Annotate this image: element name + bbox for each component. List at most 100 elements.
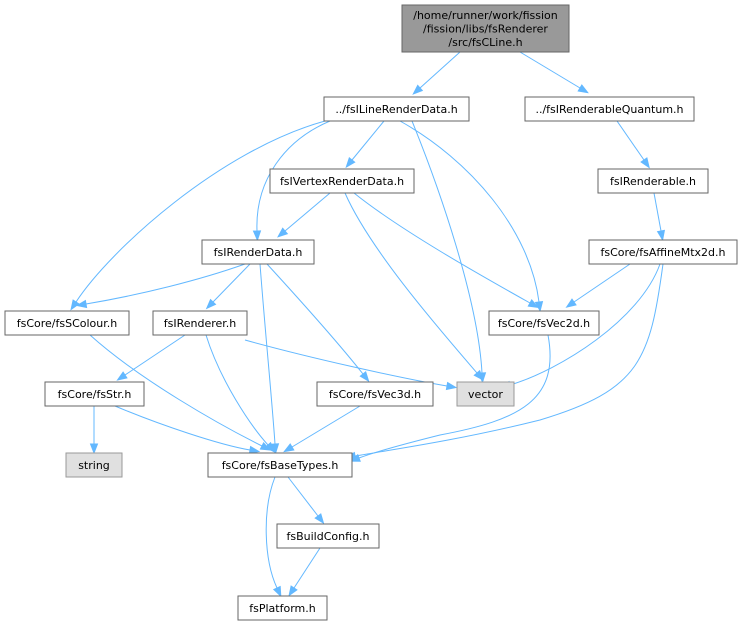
edge-renderData-to-vec3d <box>266 263 370 383</box>
edge-line <box>124 334 186 376</box>
edge-arrowhead <box>473 369 484 381</box>
edge-root-to-renderableQuantum <box>519 51 589 94</box>
edge-line <box>419 51 461 89</box>
node-label: vector <box>468 388 503 401</box>
node-label: fsIRenderable.h <box>610 175 696 188</box>
edge-renderData-to-renderer <box>205 263 251 310</box>
edge-arrowhead <box>359 370 370 383</box>
node-affineMtx[interactable]: fsCore/fsAffineMtx2d.h <box>588 239 738 265</box>
edge-line <box>411 120 483 374</box>
node-box <box>152 310 248 336</box>
edge-vec2d-to-baseTypes <box>349 334 551 462</box>
edge-line <box>256 120 331 232</box>
node-label: /home/runner/work/fission <box>413 9 558 22</box>
node-box <box>201 239 315 265</box>
edge-line <box>212 263 251 303</box>
node-box <box>65 452 123 478</box>
edge-arrowhead <box>412 84 424 95</box>
edge-renderData-to-scolour <box>75 263 246 309</box>
node-label: ../fsILineRenderData.h <box>335 103 457 116</box>
node-label: string <box>78 459 110 472</box>
node-lineRenderData[interactable]: ../fsILineRenderData.h <box>323 96 470 122</box>
edge-line <box>284 192 331 232</box>
edge-affineMtx-to-vec2d <box>565 263 631 308</box>
edge-arrowhead <box>565 298 577 308</box>
node-box <box>316 381 434 407</box>
node-vertexRenderData[interactable]: fsIVertexRenderData.h <box>269 168 415 194</box>
edge-vertexRenderData-to-vec2d <box>353 192 540 309</box>
edge-lineRenderData-to-renderData <box>252 120 331 242</box>
node-box <box>207 452 353 478</box>
node-label: fsCore/fsVec2d.h <box>498 317 590 330</box>
node-label: fsPlatform.h <box>249 602 315 615</box>
edge-arrowhead <box>640 157 650 169</box>
edge-root-to-lineRenderData <box>412 51 461 95</box>
edge-arrowhead <box>314 513 325 525</box>
node-box <box>269 168 415 194</box>
node-box <box>488 310 600 336</box>
edge-line <box>75 120 326 303</box>
node-vector: vector <box>456 381 515 407</box>
node-label: fsBuildConfig.h <box>287 530 370 543</box>
edge-line <box>616 120 645 161</box>
node-buildConfig[interactable]: fsBuildConfig.h <box>276 523 380 549</box>
edge-line <box>399 120 540 303</box>
edge-affineMtx-to-baseTypes <box>344 263 664 461</box>
edge-baseTypes-to-platform <box>265 476 282 598</box>
edge-arrowhead <box>527 299 540 309</box>
edge-line <box>291 405 361 448</box>
edge-renderableQuantum-to-renderable <box>616 120 650 169</box>
edge-arrowhead <box>277 227 289 238</box>
node-box <box>588 239 738 265</box>
edge-arrowhead <box>288 585 298 597</box>
edge-arrowhead <box>270 443 280 455</box>
node-vec2d[interactable]: fsCore/fsVec2d.h <box>488 310 600 336</box>
edge-str-to-baseTypes <box>114 405 261 455</box>
node-label: fsCore/fsAffineMtx2d.h <box>600 246 725 259</box>
node-label: /src/fsCLine.h <box>448 36 522 49</box>
node-label: fsCore/fsBaseTypes.h <box>222 459 339 472</box>
node-label: /fission/libs/fsRenderer <box>423 22 548 35</box>
node-scolour[interactable]: fsCore/fsSColour.h <box>4 310 130 336</box>
node-renderableQuantum[interactable]: ../fsIRenderableQuantum.h <box>524 96 695 122</box>
node-renderData[interactable]: fsIRenderData.h <box>201 239 315 265</box>
node-vec3d[interactable]: fsCore/fsVec3d.h <box>316 381 434 407</box>
node-label: fsCore/fsSColour.h <box>17 317 118 330</box>
node-box <box>597 168 709 194</box>
node-renderable[interactable]: fsIRenderable.h <box>597 168 709 194</box>
node-box <box>456 381 515 407</box>
node-label: ../fsIRenderableQuantum.h <box>535 103 683 116</box>
node-label: fsCore/fsVec3d.h <box>329 388 421 401</box>
node-str[interactable]: fsCore/fsStr.h <box>44 381 145 407</box>
node-box <box>323 96 470 122</box>
edge-renderer-to-str <box>116 334 186 381</box>
edge-vec3d-to-baseTypes <box>283 405 361 453</box>
node-platform[interactable]: fsPlatform.h <box>237 595 328 621</box>
edge-line <box>205 334 269 446</box>
edge-arrowhead <box>349 453 361 462</box>
edge-line <box>351 120 385 161</box>
edge-line <box>89 334 263 447</box>
node-baseTypes[interactable]: fsCore/fsBaseTypes.h <box>207 452 353 478</box>
edge-line <box>573 263 631 303</box>
edge-arrowhead <box>70 299 80 311</box>
edge-arrowhead <box>248 445 261 455</box>
edge-arrowhead <box>252 230 262 242</box>
edge-line <box>509 263 661 386</box>
node-renderer[interactable]: fsIRenderer.h <box>152 310 248 336</box>
edge-line <box>85 263 246 305</box>
edge-line <box>265 476 278 589</box>
edge-line <box>293 547 321 589</box>
edge-vertexRenderData-to-renderData <box>277 192 331 238</box>
edge-lineRenderData-to-vertexRenderData <box>345 120 385 169</box>
node-root[interactable]: /home/runner/work/fission/fission/libs/f… <box>401 4 570 53</box>
edge-str-to-string <box>89 406 99 455</box>
node-string: string <box>65 452 123 478</box>
edge-arrowhead <box>283 443 295 453</box>
edge-line <box>353 192 531 304</box>
edge-line <box>344 192 478 374</box>
node-box <box>276 523 380 549</box>
edge-line <box>259 263 276 445</box>
edge-arrowhead <box>75 299 88 309</box>
